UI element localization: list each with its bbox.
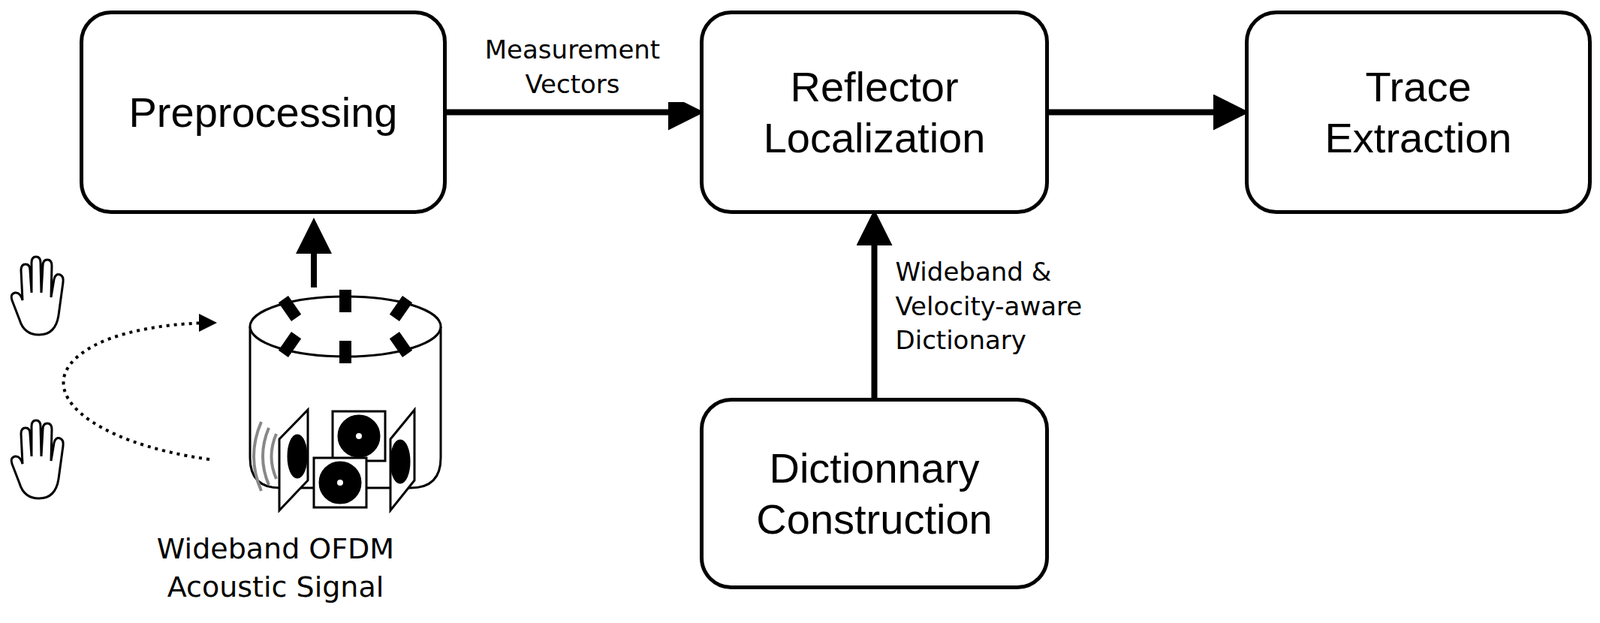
speaker-device [250,289,441,511]
box-label: Preprocessing [129,87,398,138]
edge-label: Measurement Vectors [460,33,686,103]
flow-arrow [871,215,878,398]
process-box: Trace Extraction [1244,10,1592,214]
motion-path [63,322,214,460]
device-arrow [310,223,317,288]
sound-waves [253,421,277,492]
box-label: Reflector Localization [733,61,1016,163]
flow-arrow [1048,109,1244,116]
box-label: Dictionnary Construction [733,442,1016,544]
signal-caption: Wideband OFDM Acoustic Signal [117,530,434,608]
process-box: Preprocessing [79,10,447,214]
edge-label: Wideband & Velocity-aware Dictionary [895,255,1144,359]
flow-arrow [446,109,699,116]
process-box: Reflector Localization [699,10,1049,214]
process-box: Dictionnary Construction [699,397,1049,590]
box-label: Trace Extraction [1278,61,1558,163]
hand [11,256,64,499]
